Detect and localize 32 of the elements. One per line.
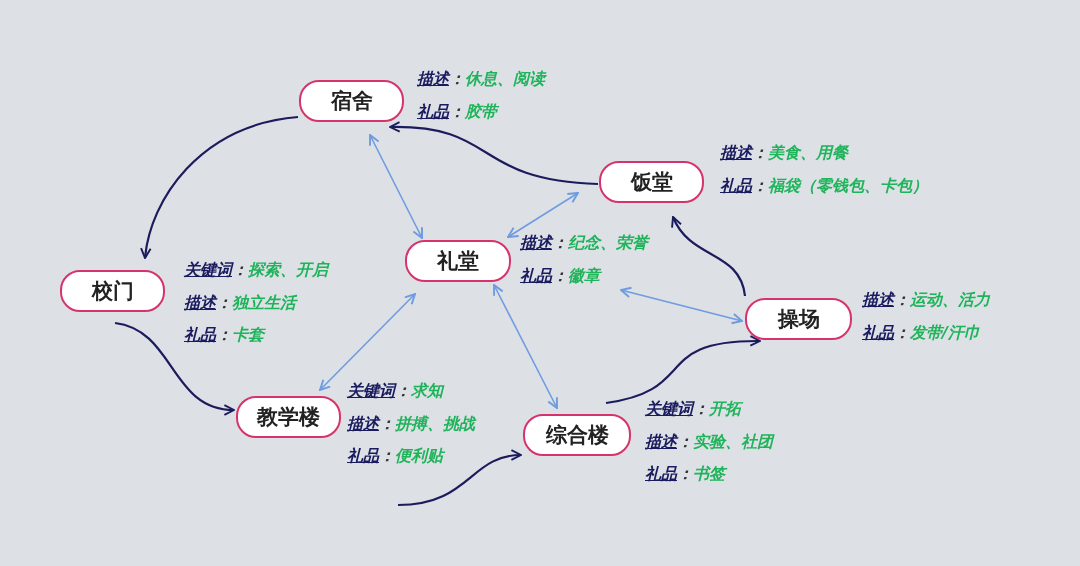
arrow [672, 216, 747, 297]
note-text: 礼品：福袋（零钱包、卡包） [720, 175, 928, 196]
arrow [140, 115, 299, 259]
note-text: 礼品：徽章 [520, 265, 600, 286]
note-text: 关键词：探索、开启 [184, 260, 328, 280]
note-text: 描述：美食、用餐 [720, 143, 848, 163]
arrow [397, 450, 522, 507]
note-text: 礼品：发带/汗巾 [862, 322, 980, 343]
note-text: 描述：运动、活力 [862, 290, 990, 310]
arrow [605, 335, 761, 405]
place-box: 礼堂 [405, 240, 511, 282]
arrow [507, 192, 579, 238]
place-box: 操场 [745, 298, 852, 340]
place-box: 校门 [60, 270, 165, 312]
place-box: 教学楼 [236, 396, 341, 438]
arrow [369, 134, 423, 239]
note-text: 礼品：卡套 [184, 325, 264, 345]
place-box: 饭堂 [599, 161, 704, 203]
arrow [389, 121, 599, 186]
note-text: 描述：实验、社团 [645, 431, 773, 452]
arrow [620, 286, 743, 325]
note-text: 礼品：便利贴 [347, 446, 443, 466]
note-text: 描述：拼搏、挑战 [347, 413, 475, 434]
arrow [114, 321, 235, 415]
place-box: 宿舍 [299, 80, 404, 122]
note-text: 描述：休息、阅读 [417, 69, 545, 89]
place-box: 综合楼 [523, 414, 631, 456]
note-text: 描述：纪念、荣誉 [520, 233, 648, 253]
note-text: 描述：独立生活 [184, 292, 296, 313]
note-text: 关键词：求知 [347, 381, 443, 401]
arrow [319, 293, 416, 391]
arrow [493, 284, 558, 409]
